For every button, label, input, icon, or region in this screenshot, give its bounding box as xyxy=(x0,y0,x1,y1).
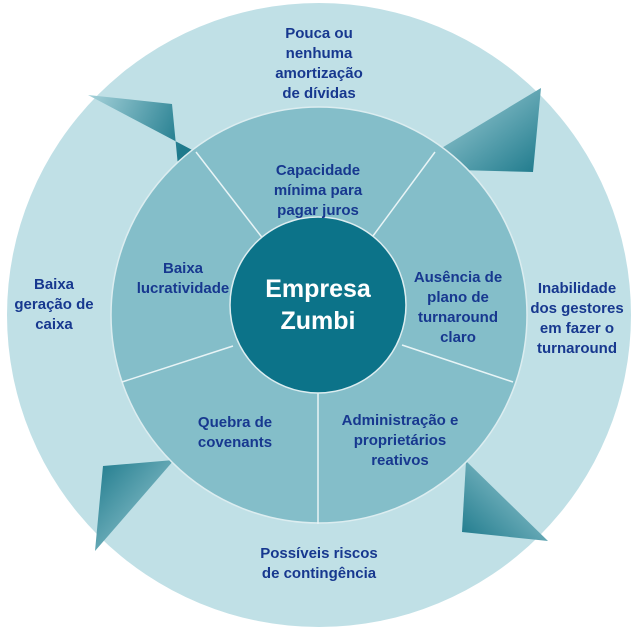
segment-quebra: Quebra de covenants xyxy=(197,414,273,451)
core-circle xyxy=(229,216,407,394)
arrow-bottom-left-icon xyxy=(95,460,174,551)
core-label: Empresa Zumbi xyxy=(265,275,371,335)
segment-capacidade: Capacidade mínima para pagar juros xyxy=(273,162,363,219)
outer-geracao: Baixa geração de caixa xyxy=(14,276,94,333)
arrow-top-right-icon xyxy=(435,88,541,172)
outer-inabilidade: Inabilidade dos gestores em fazer o turn… xyxy=(530,280,624,357)
segment-administracao: Administração e proprietários reativos xyxy=(341,412,459,469)
divider-top-right xyxy=(369,151,436,241)
segment-ausencia: Ausência de plano de turnaround claro xyxy=(413,269,503,346)
arrow-bottom-right-icon xyxy=(462,461,548,541)
outer-riscos: Possíveis riscos de contingência xyxy=(260,545,378,582)
divider-right xyxy=(401,344,514,383)
divider-top-left xyxy=(195,151,265,241)
outer-amortizacao: Pouca ou nenhuma amortização de dívidas xyxy=(275,25,363,102)
arrow-top-left-icon xyxy=(88,95,196,166)
segment-lucratividade: Baixa lucratividade xyxy=(136,260,230,297)
divider-left xyxy=(121,345,234,383)
